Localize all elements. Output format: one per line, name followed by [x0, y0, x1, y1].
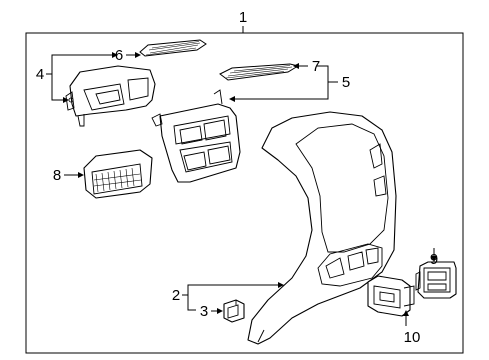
part-4-upper-bezel [65, 65, 156, 127]
diagram-frame [25, 32, 464, 354]
callout-6-arrow [135, 52, 141, 58]
callout-8-label: 8 [53, 167, 61, 184]
part-10-bracket [367, 275, 415, 317]
callout-6-label: 6 [115, 47, 123, 64]
callout-7-arrow [293, 63, 299, 69]
part-3-clip [223, 299, 245, 323]
part-6-upper-grille [139, 39, 207, 57]
part-8-air-vent [83, 149, 153, 199]
part-2-console-trim [247, 111, 397, 345]
callout-8-arrow [78, 172, 84, 178]
part-9-switch-module [415, 261, 457, 299]
callout-4-arrow-bottom [63, 97, 69, 103]
callout-5-label: 5 [342, 74, 350, 91]
callout-10-arrow [403, 310, 409, 316]
callout-9-arrow [431, 256, 437, 262]
callout-2-label: 2 [172, 287, 180, 304]
callout-4-bracket [51, 54, 114, 101]
callout-2-bracket [187, 284, 280, 311]
callout-3-arrow [217, 308, 223, 314]
callout-1-label: 1 [239, 9, 247, 26]
callout-2-arrow [278, 282, 284, 288]
callout-4-label: 4 [36, 66, 44, 83]
callout-10-label: 10 [404, 329, 421, 346]
callout-5-arrow [229, 96, 235, 102]
part-5-vent-housing [151, 89, 241, 183]
callout-4-arrow-top [112, 52, 118, 58]
callout-3-label: 3 [200, 303, 208, 320]
part-7-side-grille [219, 63, 300, 81]
